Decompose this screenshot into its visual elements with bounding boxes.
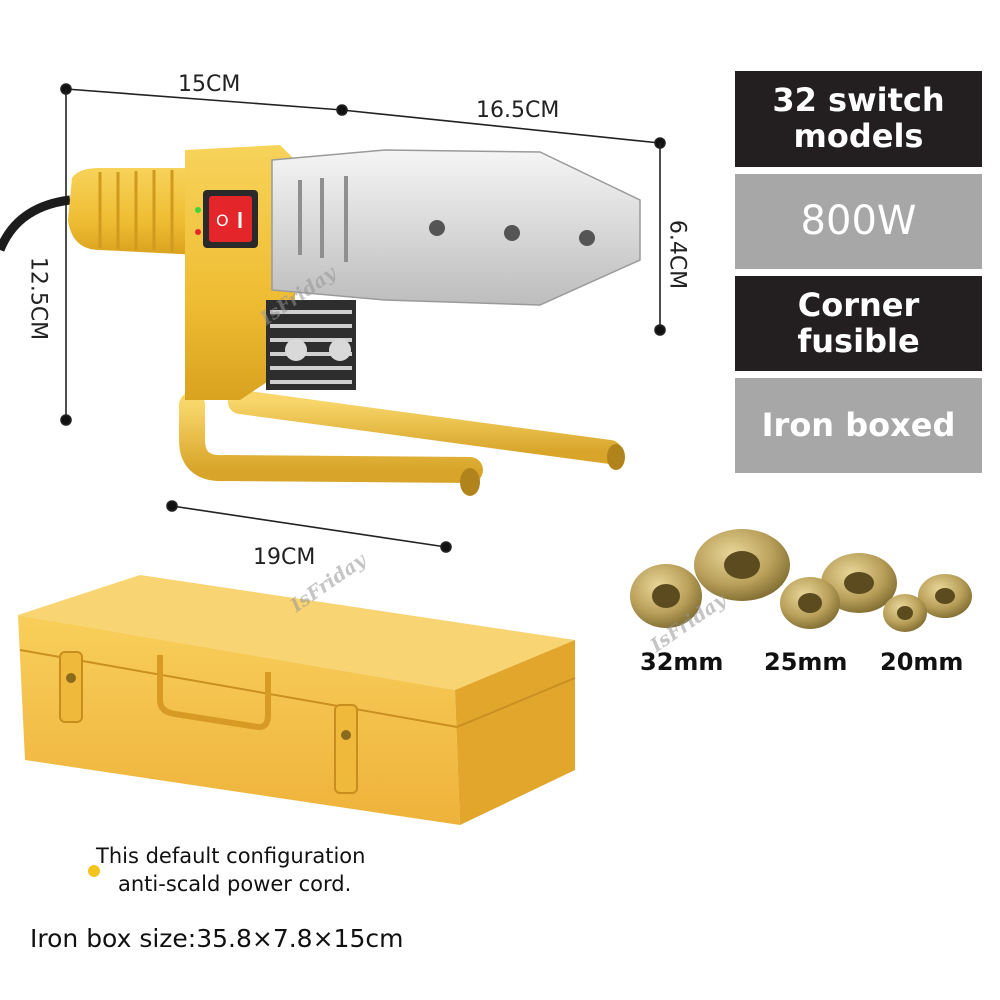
feature-power-label: 800W bbox=[800, 198, 917, 245]
power-cord bbox=[0, 195, 71, 252]
feature-iron-boxed-label: Iron boxed bbox=[761, 405, 956, 444]
dimension-top-left: 15CM bbox=[178, 72, 241, 97]
dimension-right-height: 6.4CM bbox=[664, 219, 690, 290]
welding-tool: O bbox=[68, 145, 641, 496]
note-line-2: anti-scald power cord. bbox=[118, 871, 352, 896]
svg-text:O: O bbox=[216, 211, 229, 230]
die-label-25: 25mm bbox=[764, 648, 848, 676]
feature-power: 800W bbox=[735, 174, 982, 269]
note-line-1: This default configuration bbox=[96, 844, 366, 868]
note-bullet-dot bbox=[88, 865, 100, 877]
feature-corner-fusible: Corner fusible bbox=[735, 276, 982, 371]
dimension-left-height: 12.5CM bbox=[25, 256, 51, 341]
dimension-lines bbox=[60, 83, 666, 553]
die-heads bbox=[630, 529, 972, 632]
die-label-32: 32mm bbox=[640, 648, 724, 676]
feature-corner-fusible-label: Corner fusible bbox=[797, 285, 920, 360]
die-label-20: 20mm bbox=[880, 648, 964, 676]
feature-switch-models: 32 switch models bbox=[735, 71, 982, 167]
storage-case bbox=[18, 575, 576, 825]
feature-switch-models-label: 32 switch models bbox=[772, 81, 945, 155]
dimension-top-right: 16.5CM bbox=[476, 98, 560, 123]
feature-iron-boxed: Iron boxed bbox=[735, 378, 982, 473]
box-size-text: Iron box size:35.8×7.8×15cm bbox=[30, 924, 404, 953]
configuration-note: This default configuration anti-scald po… bbox=[96, 843, 365, 898]
dimension-base: 19CM bbox=[253, 545, 316, 570]
